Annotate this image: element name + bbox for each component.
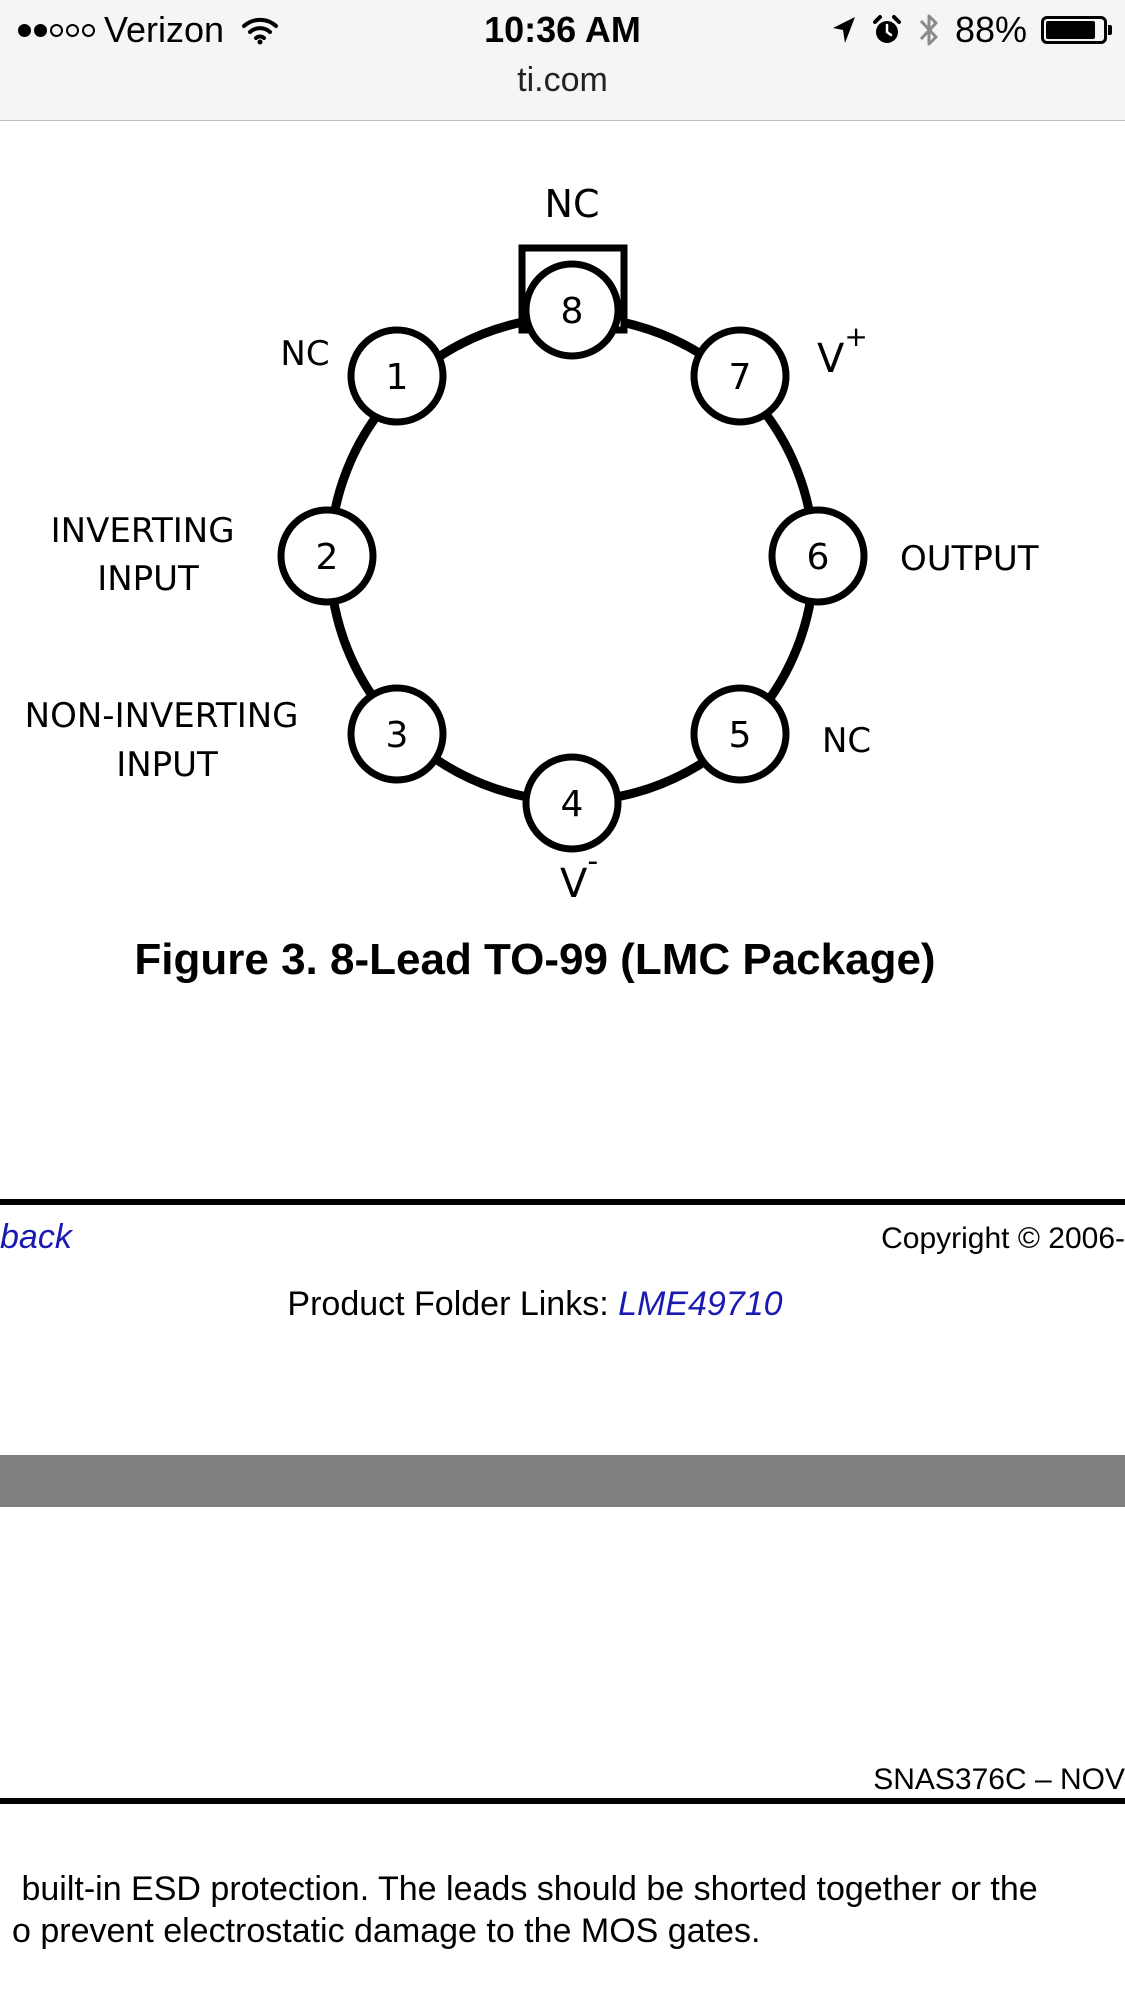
copyright-text: Copyright © 2006- (881, 1222, 1125, 1255)
pin-number: 7 (729, 357, 752, 398)
figure-caption: Figure 3. 8-Lead TO-99 (LMC Package) (134, 935, 936, 984)
signal-strength-icon (18, 23, 95, 37)
signal-dot (34, 23, 47, 37)
pin-number: 2 (316, 537, 339, 578)
pin-number: 3 (386, 715, 409, 756)
pin-1: 1 (347, 326, 447, 426)
signal-dot (50, 23, 63, 37)
status-bar-right: 88% (831, 8, 1112, 52)
pin-number: 8 (561, 291, 584, 332)
pin-4-label-base: V (560, 861, 588, 900)
pin-4-label: V- (560, 844, 598, 900)
pin-8-label: NC (545, 182, 600, 226)
pin-6: 6 (768, 506, 868, 606)
product-folder-links: Product Folder Links: LME49710 (0, 1285, 1070, 1324)
battery-percent: 88% (954, 9, 1027, 50)
pinout-diagram: 8 1 7 2 6 3 5 4 NC NC V+ INVERTING INPUT… (25, 182, 1039, 900)
battery-fill (1046, 21, 1096, 39)
pin-2-label: INVERTING INPUT (51, 511, 246, 599)
status-time: 10:36 AM (484, 9, 641, 50)
pin-7: 7 (690, 326, 790, 426)
pin-number: 1 (386, 357, 409, 398)
signal-dot (18, 23, 31, 37)
carrier-name: Verizon (104, 9, 225, 50)
pin-3: 3 (347, 684, 447, 784)
alarm-clock-icon (872, 15, 901, 43)
pin-1-label: NC (280, 334, 329, 374)
pin-number: 6 (807, 537, 830, 578)
document-code: SNAS376C – NOV (873, 1763, 1125, 1796)
status-bar-left: Verizon (18, 8, 280, 52)
feedback-link[interactable]: back (0, 1218, 72, 1256)
pin-3-label-line-2: INPUT (116, 745, 218, 785)
pin-7-label-base: V (817, 336, 845, 382)
location-arrow-icon (832, 17, 855, 43)
pin-5: 5 (690, 684, 790, 784)
pin-5-label: NC (822, 721, 871, 761)
pin-8: 8 (522, 260, 622, 360)
pin-3-label-line-1: NON-INVERTING (25, 696, 299, 736)
pin-2: 2 (277, 506, 377, 606)
body-text-line: built-in ESD protection. The leads shoul… (12, 1870, 1038, 1908)
pin-6-label: OUTPUT (900, 539, 1039, 579)
product-folder-prefix: Product Folder Links: (287, 1285, 619, 1323)
footer-rule (0, 1199, 1125, 1205)
body-text: built-in ESD protection. The leads shoul… (12, 1868, 1038, 1952)
battery-icon (1041, 16, 1112, 44)
bluetooth-icon (919, 14, 938, 46)
pin-4-label-superscript: - (587, 844, 598, 879)
url-domain[interactable]: ti.com (517, 61, 608, 99)
wifi-icon (242, 17, 279, 45)
signal-dot (66, 23, 79, 37)
pin-2-label-line-1: INVERTING (51, 511, 235, 551)
pin-4: 4 (522, 753, 622, 853)
header-rule (0, 1798, 1125, 1804)
pin-number: 4 (561, 784, 584, 825)
pin-2-label-line-2: INPUT (97, 559, 199, 599)
page-divider (0, 1455, 1125, 1507)
body-text-line: o prevent electrostatic damage to the MO… (12, 1912, 761, 1950)
product-folder-link[interactable]: LME49710 (618, 1285, 783, 1323)
status-bar: Verizon 10:36 AM 88% ti.com (0, 0, 1125, 121)
pin-7-label-superscript: + (844, 320, 867, 353)
pin-number: 5 (729, 715, 752, 756)
pin-7-label: V+ (817, 320, 868, 382)
pin-3-label: NON-INVERTING INPUT (25, 696, 310, 785)
signal-dot (82, 23, 95, 37)
